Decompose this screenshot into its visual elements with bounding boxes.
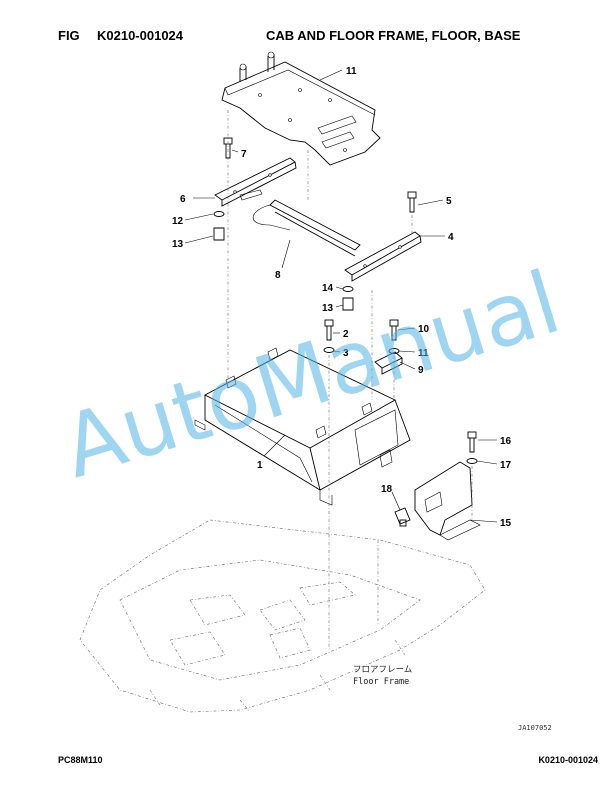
- part-8-slide-lever: [239, 189, 361, 257]
- footer-fig-code: K0210-001024: [538, 755, 598, 765]
- callout-12: 11: [346, 66, 357, 77]
- callout-10: 10: [418, 324, 430, 335]
- callout-9: 9: [418, 365, 424, 376]
- callout-6: 6: [180, 194, 186, 205]
- part-15-side-cover: [414, 461, 481, 541]
- part-4-right-rail: [344, 231, 422, 282]
- callout-1: 1: [257, 460, 263, 471]
- part-12-upper-plate: [221, 51, 381, 166]
- part-1-seat-base: [194, 347, 411, 506]
- callout-13-lower: 13: [322, 303, 334, 314]
- callout-3: 3: [343, 348, 349, 359]
- callout-7: 7: [241, 149, 247, 160]
- fig-code: K0210-001024: [97, 28, 184, 43]
- part-9-bracket: [374, 351, 403, 375]
- callout-16: 16: [500, 436, 512, 447]
- callout-2: 2: [343, 329, 349, 340]
- callout-15: 15: [500, 518, 512, 529]
- callout-17: 17: [500, 460, 512, 471]
- callout-14-lower: 14: [322, 283, 334, 294]
- floor-frame-label-jp: フロアフレーム: [353, 665, 412, 675]
- bolt-16: [467, 431, 477, 453]
- floor-frame-outline: [79, 519, 486, 713]
- nut-13-upper: [213, 227, 225, 241]
- bolt-10: [389, 319, 399, 341]
- callout-5: 5: [446, 196, 452, 207]
- drawing-code: JA107052: [518, 724, 552, 732]
- bolt-5: [407, 191, 417, 213]
- watermark: AutoManual: [52, 253, 571, 498]
- assembly-guide-lines: [227, 110, 473, 650]
- fig-label: FIG: [58, 28, 80, 43]
- page-title: CAB AND FLOOR FRAME, FLOOR, BASE: [266, 28, 521, 43]
- washer-14-upper: [213, 211, 225, 217]
- nut-13-lower: [342, 297, 354, 311]
- part-6-left-rail: [214, 157, 297, 207]
- washer-17: [466, 458, 478, 464]
- washer-14-lower: [342, 286, 354, 292]
- callout-4: 4: [448, 232, 454, 243]
- callout-14-upper: 12: [172, 216, 184, 227]
- callout-8: 8: [275, 270, 281, 281]
- callout-13-upper: 13: [172, 239, 184, 250]
- bolt-2: [324, 319, 334, 341]
- floor-frame-label-en: Floor Frame: [353, 677, 409, 687]
- washer-3: [323, 347, 335, 353]
- leader-lines: [184, 69, 498, 523]
- callout-11: 11: [418, 348, 429, 359]
- bolt-7: [223, 137, 233, 159]
- callout-18: 18: [381, 484, 393, 495]
- part-18-switch: [394, 507, 411, 527]
- footer-model-code: PC88M110: [58, 755, 103, 765]
